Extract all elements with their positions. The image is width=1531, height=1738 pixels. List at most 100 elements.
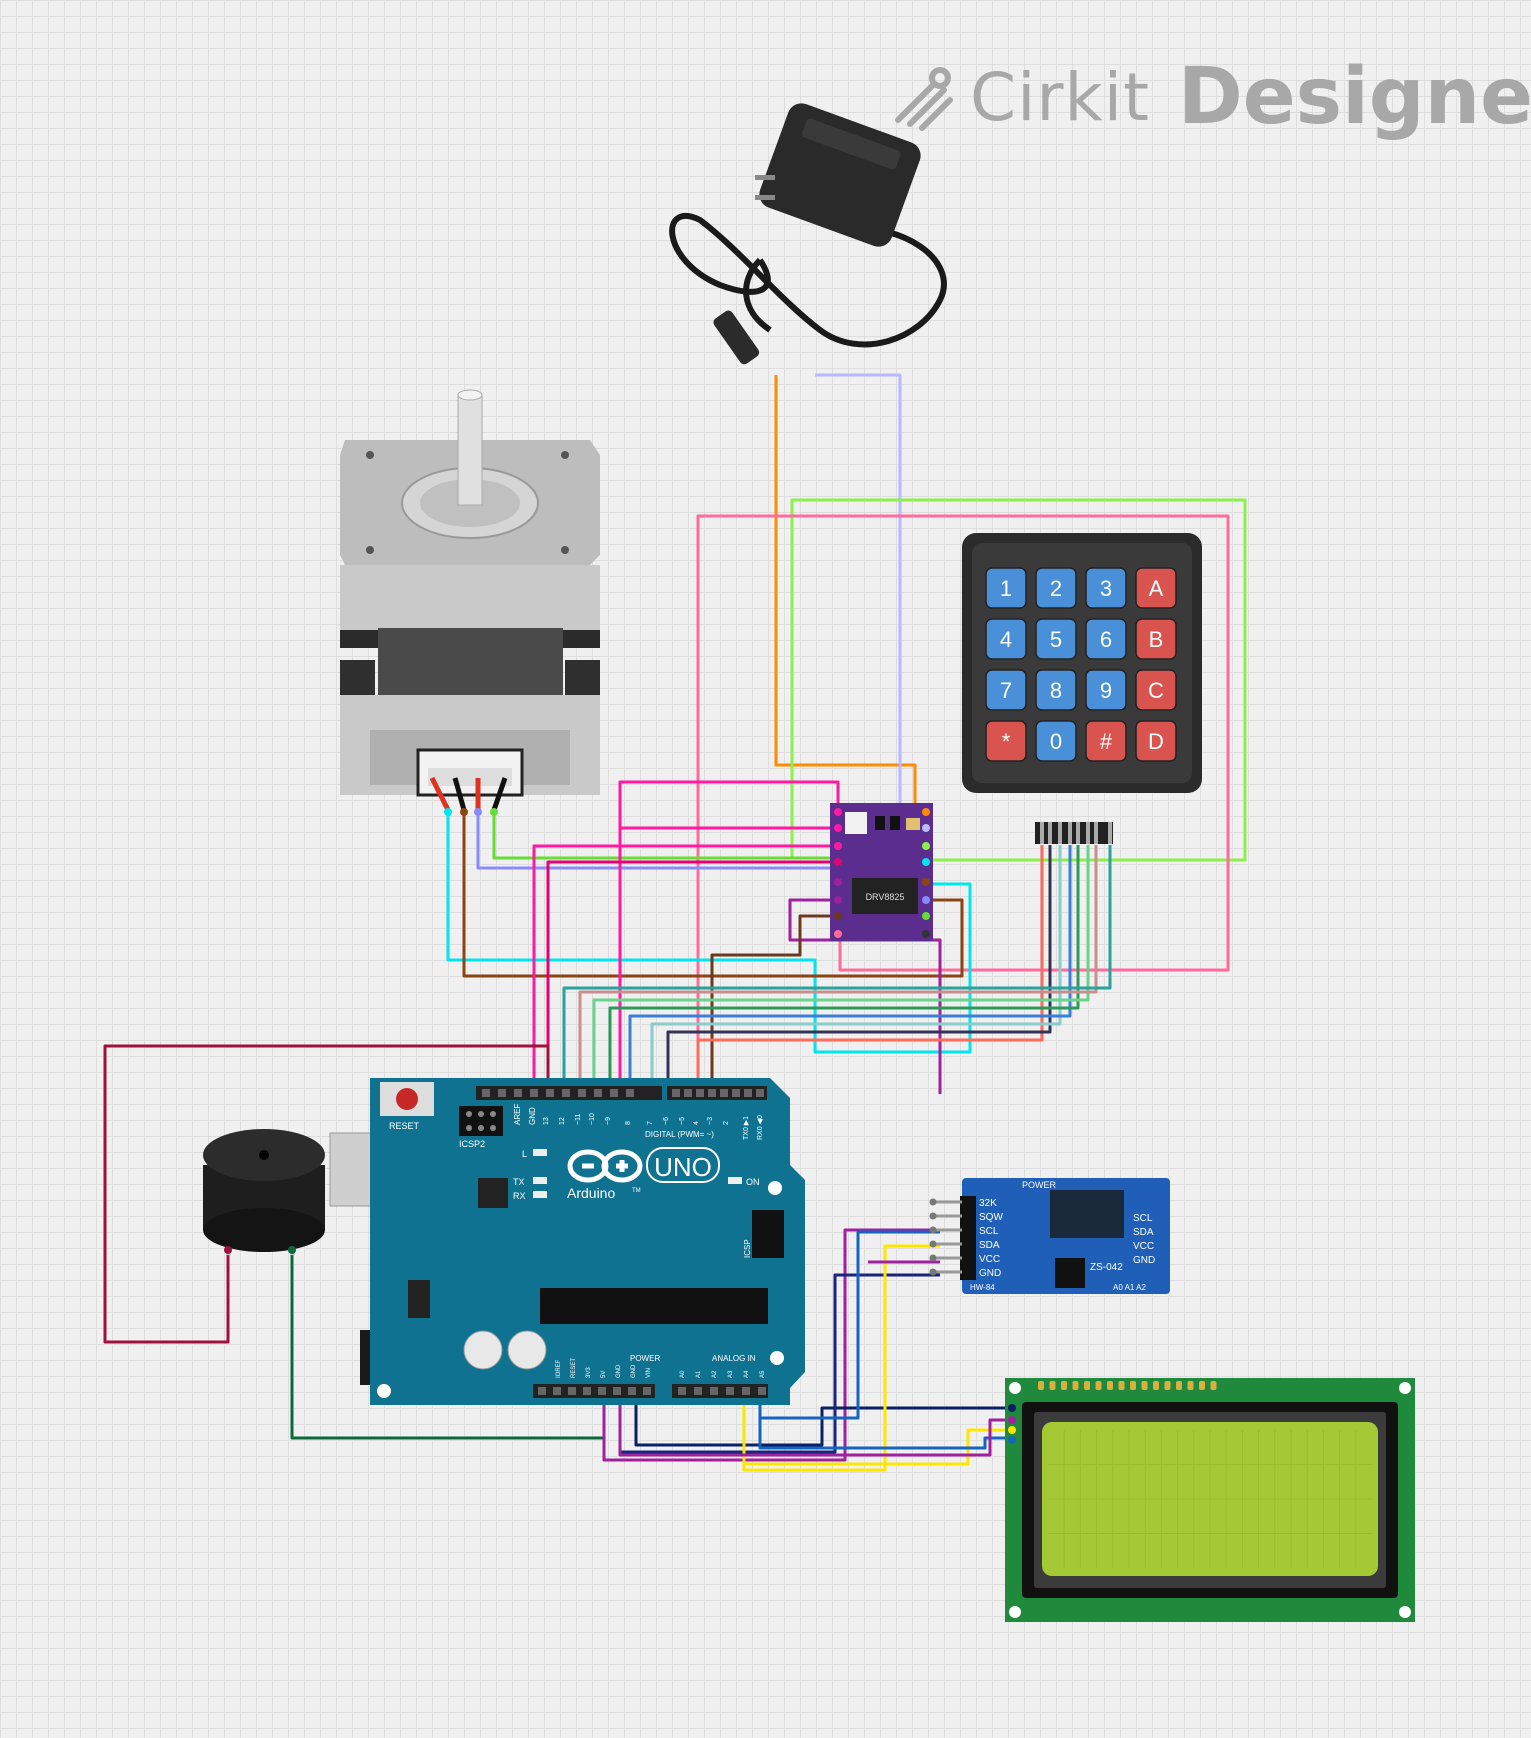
mount-hole xyxy=(768,1181,782,1195)
power-pin[interactable] xyxy=(613,1387,621,1395)
power-pin[interactable] xyxy=(628,1387,636,1395)
digital-pin[interactable] xyxy=(514,1089,522,1097)
digital-pin[interactable] xyxy=(610,1089,618,1097)
rtc-pin[interactable] xyxy=(929,1254,937,1262)
digital-pin[interactable] xyxy=(732,1089,740,1097)
digital-pin[interactable] xyxy=(498,1089,506,1097)
drv8825-driver[interactable]: DRV8825 xyxy=(830,803,933,941)
digital-pin[interactable] xyxy=(756,1089,764,1097)
keypad-key[interactable] xyxy=(985,669,1027,711)
rtc-pin[interactable] xyxy=(929,1268,937,1276)
keypad-key[interactable] xyxy=(1035,567,1077,609)
power-pin[interactable] xyxy=(643,1387,651,1395)
driver-pin-right[interactable] xyxy=(922,808,930,816)
analog-pin[interactable] xyxy=(726,1387,734,1395)
digital-pin[interactable] xyxy=(546,1089,554,1097)
driver-pin-right[interactable] xyxy=(922,858,930,866)
driver-pin-right[interactable] xyxy=(922,930,930,938)
digital-pin[interactable] xyxy=(744,1089,752,1097)
keypad-key[interactable] xyxy=(1085,567,1127,609)
keypad-key[interactable] xyxy=(1085,618,1127,660)
driver-pin-left[interactable] xyxy=(834,824,842,832)
keypad-key[interactable] xyxy=(1135,720,1177,762)
keypad-header-pin xyxy=(1040,822,1044,844)
digital-pin[interactable] xyxy=(696,1089,704,1097)
buzzer-pin-neg[interactable] xyxy=(224,1246,232,1254)
digital-pwm-label: DIGITAL (PWM= ~) xyxy=(645,1130,714,1139)
rtc-pin[interactable] xyxy=(929,1226,937,1234)
digital-pin[interactable] xyxy=(562,1089,570,1097)
digital-pin[interactable] xyxy=(594,1089,602,1097)
lcd-pin-vcc[interactable] xyxy=(1008,1416,1016,1424)
lcd-header-pin xyxy=(1061,1381,1067,1390)
digital-pin[interactable] xyxy=(482,1089,490,1097)
digital-pin[interactable] xyxy=(530,1089,538,1097)
driver-pin-right[interactable] xyxy=(922,878,930,886)
keypad-key[interactable] xyxy=(1085,720,1127,762)
motor-pin-b2[interactable] xyxy=(490,808,498,816)
driver-pin-left[interactable] xyxy=(834,842,842,850)
driver-pin-left[interactable] xyxy=(834,912,842,920)
buzzer-pin-pos[interactable] xyxy=(288,1246,296,1254)
power-pin[interactable] xyxy=(598,1387,606,1395)
power-adapter[interactable] xyxy=(669,99,947,366)
digital-pin[interactable] xyxy=(684,1089,692,1097)
driver-pin-left[interactable] xyxy=(834,808,842,816)
digital-pin[interactable] xyxy=(720,1089,728,1097)
keypad-key[interactable] xyxy=(1135,618,1177,660)
power-pin[interactable] xyxy=(568,1387,576,1395)
keypad-key[interactable] xyxy=(985,618,1027,660)
driver-pin-right[interactable] xyxy=(922,896,930,904)
keypad-key[interactable] xyxy=(1035,618,1077,660)
keypad-key[interactable] xyxy=(1135,567,1177,609)
lcd-pin-scl[interactable] xyxy=(1008,1436,1016,1444)
power-pin[interactable] xyxy=(538,1387,546,1395)
analog-pin[interactable] xyxy=(758,1387,766,1395)
motor-pin-b1[interactable] xyxy=(474,808,482,816)
tx0-label: TX0 ▶1 xyxy=(743,1116,750,1140)
analog-pin[interactable] xyxy=(694,1387,702,1395)
rtc-pin[interactable] xyxy=(929,1212,937,1220)
driver-pin-left[interactable] xyxy=(834,858,842,866)
keypad-key[interactable] xyxy=(1135,669,1177,711)
driver-pin-right[interactable] xyxy=(922,842,930,850)
keypad-key[interactable] xyxy=(1035,669,1077,711)
rtc-pin[interactable] xyxy=(929,1198,937,1206)
driver-pin-left[interactable] xyxy=(834,896,842,904)
keypad-key[interactable] xyxy=(985,720,1027,762)
rtc-right-pin-label: VCC xyxy=(1133,1241,1154,1252)
driver-pin-left[interactable] xyxy=(834,930,842,938)
wire-kp-7 xyxy=(578,845,1098,1094)
analog-pin[interactable] xyxy=(742,1387,750,1395)
reset-button-cap[interactable] xyxy=(396,1088,418,1110)
driver-pin-right[interactable] xyxy=(922,912,930,920)
keypad-key[interactable] xyxy=(985,567,1027,609)
digital-pin[interactable] xyxy=(708,1089,716,1097)
digital-pin[interactable] xyxy=(626,1089,634,1097)
led-on xyxy=(728,1177,742,1184)
stepper-motor[interactable] xyxy=(340,389,600,816)
rtc-pin[interactable] xyxy=(929,1240,937,1248)
lcd-pin-gnd[interactable] xyxy=(1008,1404,1016,1412)
watermark-brand: Cirkit xyxy=(970,58,1150,136)
adapter-prong-1 xyxy=(755,175,775,180)
piezo-buzzer[interactable] xyxy=(203,1129,325,1255)
rtc-pin-label: SDA xyxy=(979,1240,1000,1251)
motor-pin-a1[interactable] xyxy=(444,808,452,816)
keypad-key[interactable] xyxy=(1035,720,1077,762)
digital-pin[interactable] xyxy=(578,1089,586,1097)
power-pin[interactable] xyxy=(583,1387,591,1395)
lcd-pin-sda[interactable] xyxy=(1008,1426,1016,1434)
power-pin[interactable] xyxy=(553,1387,561,1395)
analog-pin[interactable] xyxy=(710,1387,718,1395)
driver-pin-left[interactable] xyxy=(834,878,842,886)
keypad-key[interactable] xyxy=(1085,669,1127,711)
driver-pin-right[interactable] xyxy=(922,824,930,832)
motor-pin-a2[interactable] xyxy=(460,808,468,816)
lcd-20x4-i2c[interactable] xyxy=(1005,1378,1415,1622)
digital-pin[interactable] xyxy=(672,1089,680,1097)
analog-pin[interactable] xyxy=(678,1387,686,1395)
